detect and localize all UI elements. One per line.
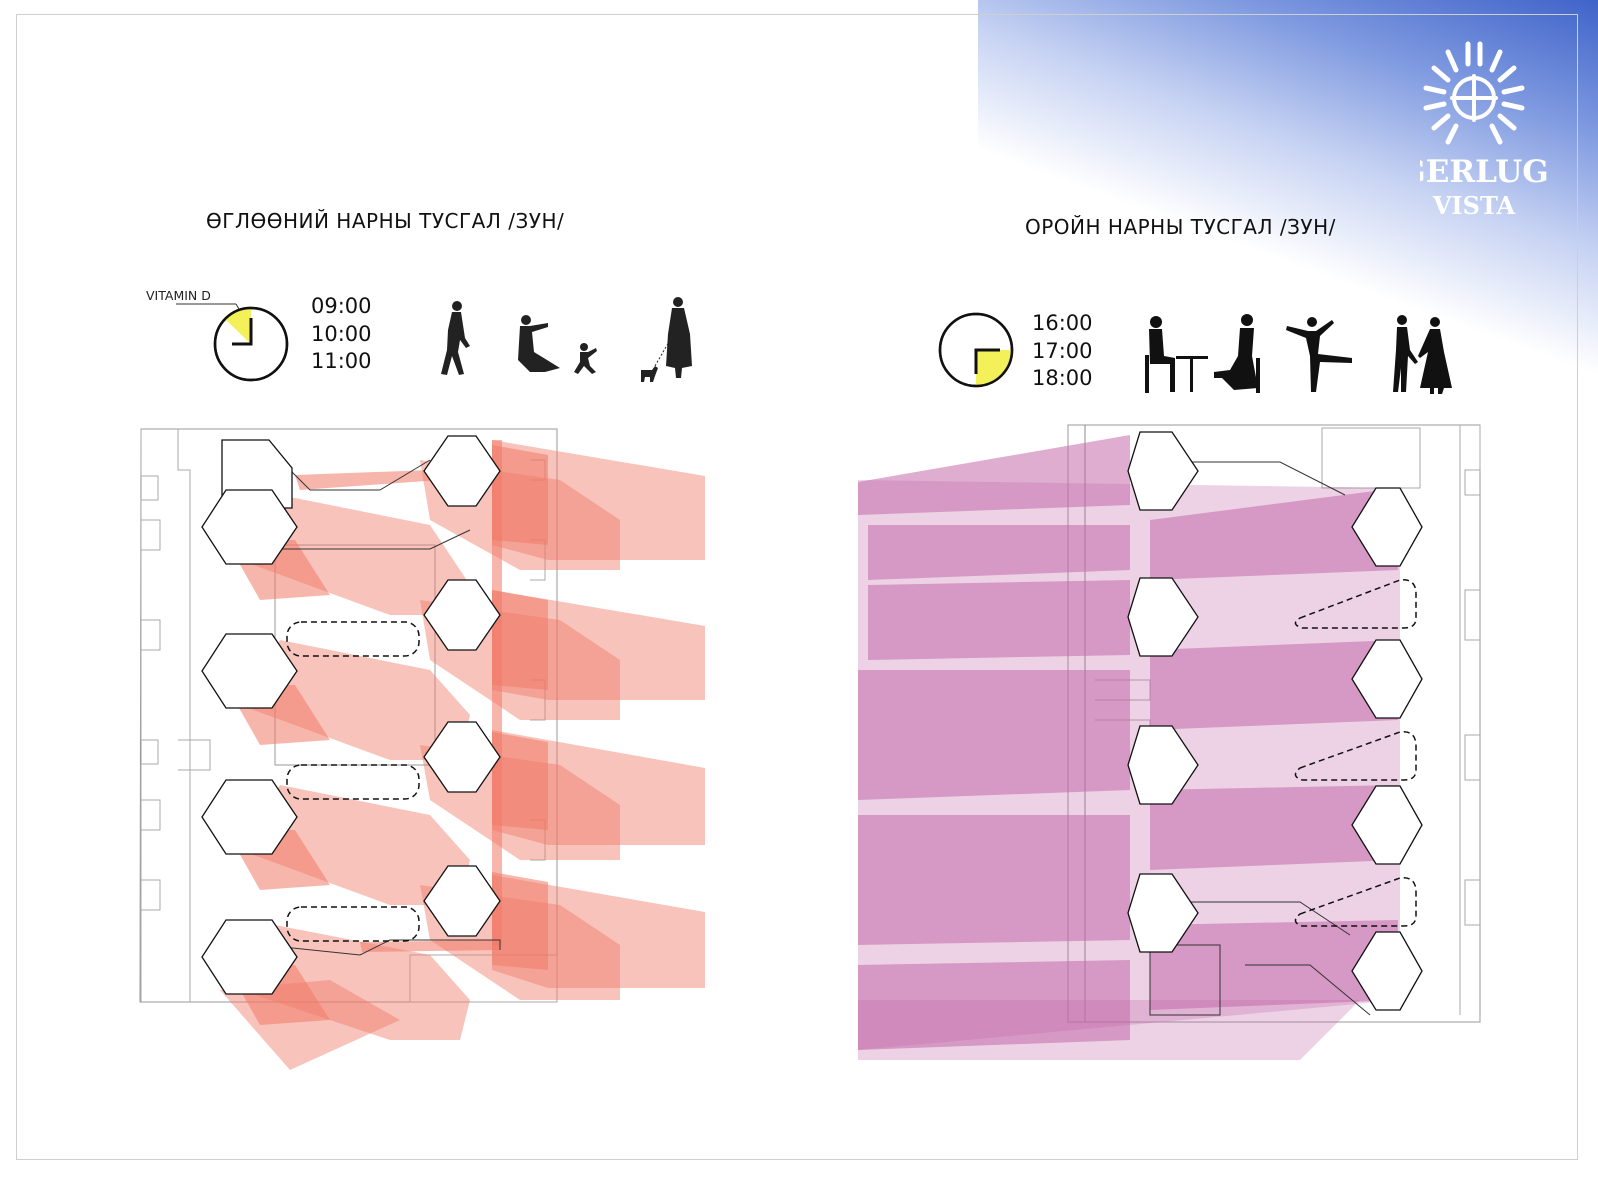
brand-logo: GERLUG VISTA bbox=[1420, 41, 1549, 220]
time-1600: 16:00 bbox=[1032, 311, 1093, 335]
evening-times: 16:00 17:00 18:00 bbox=[1032, 310, 1093, 393]
brand-name-line1: GERLUG bbox=[1420, 154, 1549, 190]
walking-person-icon bbox=[441, 301, 470, 375]
evening-panel-title: ОРОЙН НАРНЫ ТУСГАЛ /ЗУН/ bbox=[1025, 215, 1336, 239]
morning-times: 09:00 10:00 11:00 bbox=[311, 293, 372, 376]
evening-clock-icon bbox=[938, 312, 1014, 388]
vitamin-d-label: VITAMIN D bbox=[146, 288, 211, 303]
dancing-person-icon bbox=[1286, 317, 1352, 392]
time-1100: 11:00 bbox=[311, 349, 372, 373]
morning-site-plan bbox=[139, 428, 705, 1070]
time-0900: 09:00 bbox=[311, 294, 372, 318]
time-1800: 18:00 bbox=[1032, 366, 1093, 390]
morning-panel-title: ӨГЛӨӨНИЙ НАРНЫ ТУСГАЛ /ЗУН/ bbox=[206, 209, 565, 233]
time-1000: 10:00 bbox=[311, 321, 372, 346]
sheet-frame bbox=[16, 14, 1578, 1160]
evening-site-plan bbox=[858, 424, 1481, 1060]
brand-name-line2: VISTA bbox=[1432, 191, 1516, 220]
sun-cross-emblem-icon bbox=[1423, 41, 1525, 145]
couple-icon bbox=[1393, 315, 1452, 394]
walking-dog-icon bbox=[641, 297, 692, 382]
playing-with-child-icon bbox=[518, 315, 597, 374]
time-1700: 17:00 bbox=[1032, 338, 1093, 363]
morning-clock-icon bbox=[176, 303, 289, 382]
cafe-table-icon bbox=[1145, 314, 1260, 393]
